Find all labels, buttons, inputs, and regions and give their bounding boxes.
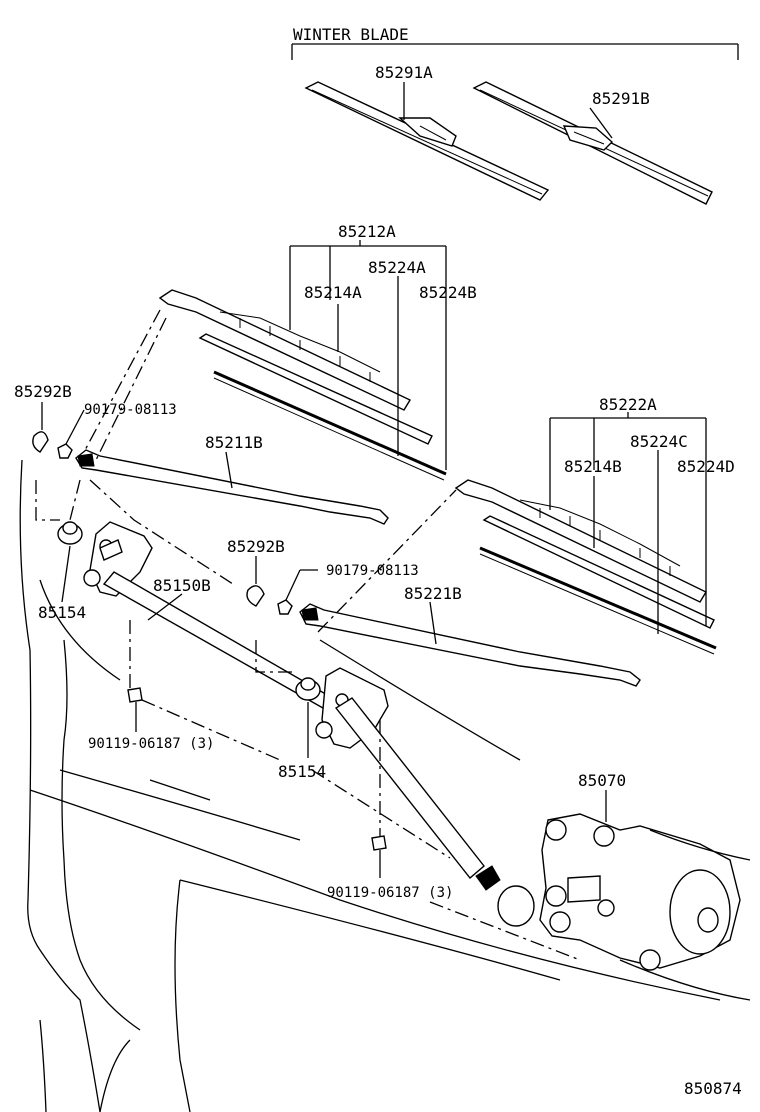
winter-blade-85291B [472,81,713,205]
figure-number: 850874 [684,1079,742,1098]
label-85212A: 85212A [338,222,396,241]
winter-blade-title: WINTER BLADE [293,25,409,44]
linkage-85150B [83,521,501,891]
label-85291A: 85291A [375,63,433,82]
right-arm-85221B [299,603,641,687]
cap-85292B-left [32,431,49,453]
left-blade-85212A [158,289,447,481]
dashed-assembly-lines [35,309,581,961]
nut-90179-left [57,443,73,459]
label-85224C: 85224C [630,432,688,451]
left-blade-callouts [289,240,447,470]
label-85154-left: 85154 [38,603,86,622]
bolt-90119-left [127,687,143,716]
label-85150B: 85150B [153,576,211,595]
label-90119-left: 90119-06187 (3) [88,736,214,752]
right-blade-85222A [454,479,717,655]
label-85224B: 85224B [419,283,477,302]
label-90119-right: 90119-06187 (3) [327,885,453,901]
label-85154-right: 85154 [278,762,326,781]
label-85221B: 85221B [404,584,462,603]
motor-85070 [497,813,741,971]
label-90179-center: 90179-08113 [326,563,419,579]
label-85211B: 85211B [205,433,263,452]
cap-85292B-center [246,585,265,607]
label-85222A: 85222A [599,395,657,414]
label-90179-left: 90179-08113 [84,402,177,418]
label-85214B: 85214B [564,457,622,476]
label-85292B-left: 85292B [14,382,72,401]
winter-blade-85291A [304,81,550,201]
label-85070: 85070 [578,771,626,790]
label-85292B-center: 85292B [227,537,285,556]
winter-blade-bracket [291,43,739,60]
nut-90179-center [277,599,293,615]
label-85224A: 85224A [368,258,426,277]
pivot-85154-left [57,521,83,545]
label-85214A: 85214A [304,283,362,302]
label-85224D: 85224D [677,457,735,476]
vehicle-body-outline [19,459,751,1112]
pivot-85154-right [295,677,321,701]
right-blade-callouts [549,412,707,634]
bolt-90119-right [371,835,387,864]
label-85291B: 85291B [592,89,650,108]
